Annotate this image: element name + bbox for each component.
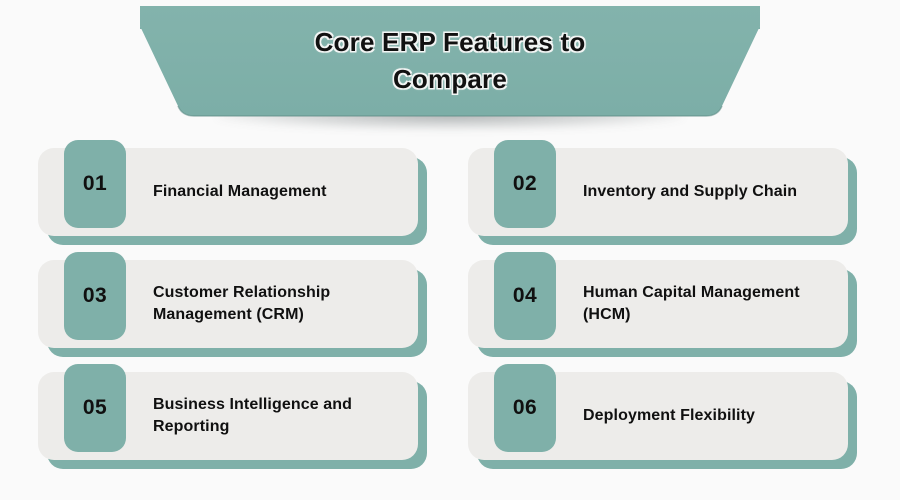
feature-card-04[interactable]: 04 Human Capital Management (HCM): [468, 252, 857, 357]
header-banner: Core ERP Features to Compare: [0, 0, 900, 140]
feature-number-badge: 03: [64, 252, 126, 340]
feature-card-02[interactable]: 02 Inventory and Supply Chain: [468, 140, 857, 245]
feature-number-badge: 01: [64, 140, 126, 228]
feature-label: Business Intelligence and Reporting: [153, 396, 352, 435]
feature-list: 01 Financial Management 02 Inventory and…: [0, 140, 900, 500]
page-title: Core ERP Features to Compare: [0, 24, 900, 98]
feature-number-badge: 06: [494, 364, 556, 452]
feature-label: Inventory and Supply Chain: [583, 183, 798, 201]
page-title-line-2: Compare: [392, 63, 508, 94]
feature-number-badge: 05: [64, 364, 126, 452]
banner-body: [0, 6, 900, 118]
feature-card-03[interactable]: 03 Customer Relationship Management (CRM…: [38, 252, 427, 357]
feature-card-05[interactable]: 05 Business Intelligence and Reporting: [38, 364, 427, 469]
feature-label: Deployment Flexibility: [583, 407, 756, 425]
page-title-line-1: Core ERP Features to: [314, 27, 586, 57]
feature-number-badge: 02: [494, 140, 556, 228]
feature-card-01[interactable]: 01 Financial Management: [38, 140, 427, 245]
feature-card-06[interactable]: 06 Deployment Flexibility: [468, 364, 857, 469]
feature-label: Financial Management: [153, 183, 327, 201]
feature-label: Human Capital Management (HCM): [583, 284, 800, 323]
feature-number-badge: 04: [494, 252, 556, 340]
feature-label: Customer Relationship Management (CRM): [153, 284, 331, 323]
